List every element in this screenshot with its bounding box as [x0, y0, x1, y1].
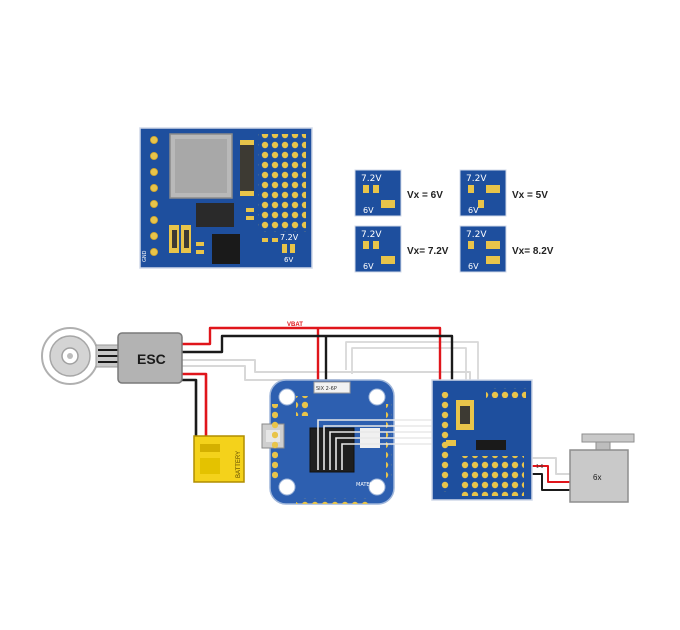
servo-icon: 6x [569, 433, 635, 503]
motor-icon [41, 327, 119, 385]
jumper-result: Vx= 8.2V [512, 246, 554, 257]
wires [182, 326, 572, 491]
flight-controller: SIX 2-6P MATEKSYS [261, 379, 395, 505]
vbat-label: VBAT [287, 322, 303, 328]
pdb-jumper-label-bottom: 6V [284, 256, 293, 264]
battery: BATTERY [193, 435, 245, 483]
pad-label: GND [142, 250, 148, 262]
servo-label: 6x [593, 473, 601, 482]
left-pad-column [149, 135, 158, 256]
jumper-result: Vx= 7.2V [407, 246, 449, 257]
jumper-bottom-label: 6V [363, 206, 374, 215]
jumper-result: Vx = 6V [407, 190, 443, 201]
jumper-option: 7.2V 6V Vx= 8.2V [459, 225, 554, 273]
ic-chip [212, 234, 240, 264]
pdb-jumper-label-top: 7.2V [280, 233, 299, 242]
capacitor [240, 140, 254, 196]
jumper-bottom-label: 6V [468, 206, 479, 215]
fc-brand-label: MATEKSYS [356, 482, 382, 488]
fc-connector-label: SIX 2-6P [316, 386, 337, 392]
jumper-top-label: 7.2V [466, 230, 487, 240]
esc-label: ESC [137, 351, 166, 367]
battery-label: BATTERY [236, 451, 242, 478]
jumper-bottom-label: 6V [363, 262, 374, 271]
jumper-top-label: 7.2V [361, 230, 382, 240]
pdb-board-top: GND 7.2V 6V [139, 127, 313, 269]
jumper-option: 7.2V 6V Vx = 6V [354, 169, 443, 217]
regulator-chip [196, 203, 234, 227]
servo-range-label: 1-6 [536, 464, 543, 470]
right-pad-grid [258, 134, 306, 232]
jumper-top-label: 7.2V [466, 174, 487, 184]
jumper-top-label: 7.2V [361, 174, 382, 184]
esc-module: ESC [117, 332, 183, 384]
pdb-board-bottom [431, 379, 533, 501]
jumper-result: Vx = 5V [512, 190, 548, 201]
jumper-option: 7.2V 6V Vx = 5V [459, 169, 548, 217]
jumper-bottom-label: 6V [468, 262, 479, 271]
jumper-option: 7.2V 6V Vx= 7.2V [354, 225, 449, 273]
